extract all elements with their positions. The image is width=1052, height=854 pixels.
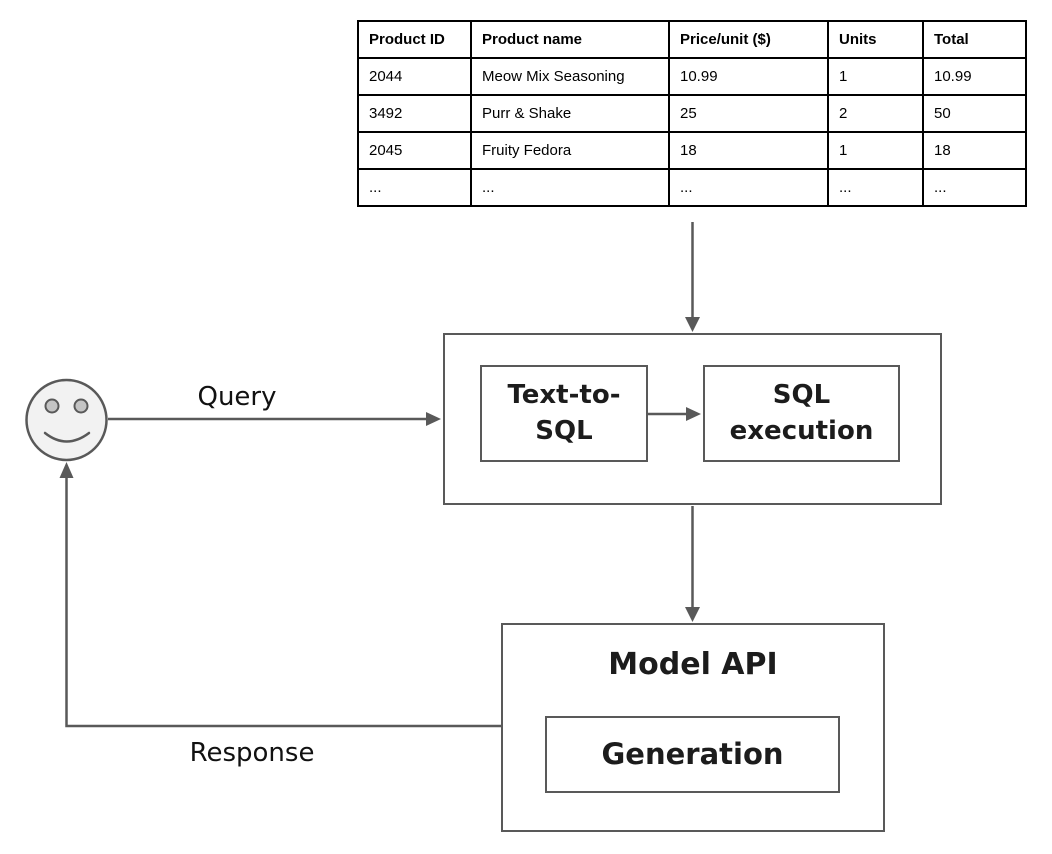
table-cell: 1	[827, 57, 924, 96]
table-cell: 10.99	[922, 57, 1027, 96]
table-cell: 10.99	[668, 57, 829, 96]
table-cell: 25	[668, 94, 829, 133]
text-to-sql-box: Text-to- SQL	[480, 365, 648, 462]
generation-label: Generation	[601, 736, 784, 771]
label-line: Text-to-	[507, 380, 621, 411]
smiley-face-icon	[25, 378, 108, 462]
table-header-cell: Units	[827, 20, 924, 59]
table-cell: 1	[827, 131, 924, 170]
table-cell: 2044	[357, 57, 472, 96]
table-cell: 2045	[357, 131, 472, 170]
table-cell: Purr & Shake	[470, 94, 670, 133]
table-cell: 2	[827, 94, 924, 133]
arrowhead-down-icon	[685, 607, 700, 622]
table-header-cell: Product name	[470, 20, 670, 59]
pipeline-box	[443, 333, 942, 505]
label-line: execution	[729, 415, 874, 446]
table-header-cell: Product ID	[357, 20, 472, 59]
sql-execution-box: SQL execution	[703, 365, 900, 462]
table-header-cell: Price/unit ($)	[668, 20, 829, 59]
product-table: Product ID Product name Price/unit ($) U…	[357, 20, 1027, 207]
table-row: ... ... ... ... ...	[357, 168, 1027, 207]
response-edge-label: Response	[189, 738, 315, 768]
face-smile	[43, 431, 91, 443]
arrow-response	[65, 477, 501, 728]
generation-box: Generation	[545, 716, 840, 793]
query-edge-label: Query	[197, 382, 277, 412]
table-cell: ...	[922, 168, 1027, 207]
table-row: 2044 Meow Mix Seasoning 10.99 1 10.99	[357, 57, 1027, 96]
table-cell: Meow Mix Seasoning	[470, 57, 670, 96]
arrowhead-right-icon	[426, 412, 441, 426]
table-cell: 18	[922, 131, 1027, 170]
label-line: SQL	[772, 380, 831, 411]
face-left-eye	[44, 398, 60, 414]
table-cell: ...	[357, 168, 472, 207]
table-cell: 50	[922, 94, 1027, 133]
arrowhead-up-icon	[59, 462, 74, 478]
table-cell: Fruity Fedora	[470, 131, 670, 170]
text-to-sql-label: Text-to- SQL	[508, 378, 621, 448]
table-cell: 18	[668, 131, 829, 170]
table-row: 2045 Fruity Fedora 18 1 18	[357, 131, 1027, 170]
table-header-cell: Total	[922, 20, 1027, 59]
table-cell: 3492	[357, 94, 472, 133]
table-cell: ...	[470, 168, 670, 207]
sql-execution-label: SQL execution	[730, 378, 874, 448]
table-row: 3492 Purr & Shake 25 2 50	[357, 94, 1027, 133]
model-api-title: Model API	[608, 647, 778, 682]
face-right-eye	[73, 398, 89, 414]
table-cell: ...	[827, 168, 924, 207]
face-outline	[25, 378, 108, 462]
label-line: SQL	[535, 415, 593, 446]
table-cell: ...	[668, 168, 829, 207]
table-header-row: Product ID Product name Price/unit ($) U…	[357, 20, 1027, 59]
arrowhead-down-icon	[685, 317, 700, 332]
